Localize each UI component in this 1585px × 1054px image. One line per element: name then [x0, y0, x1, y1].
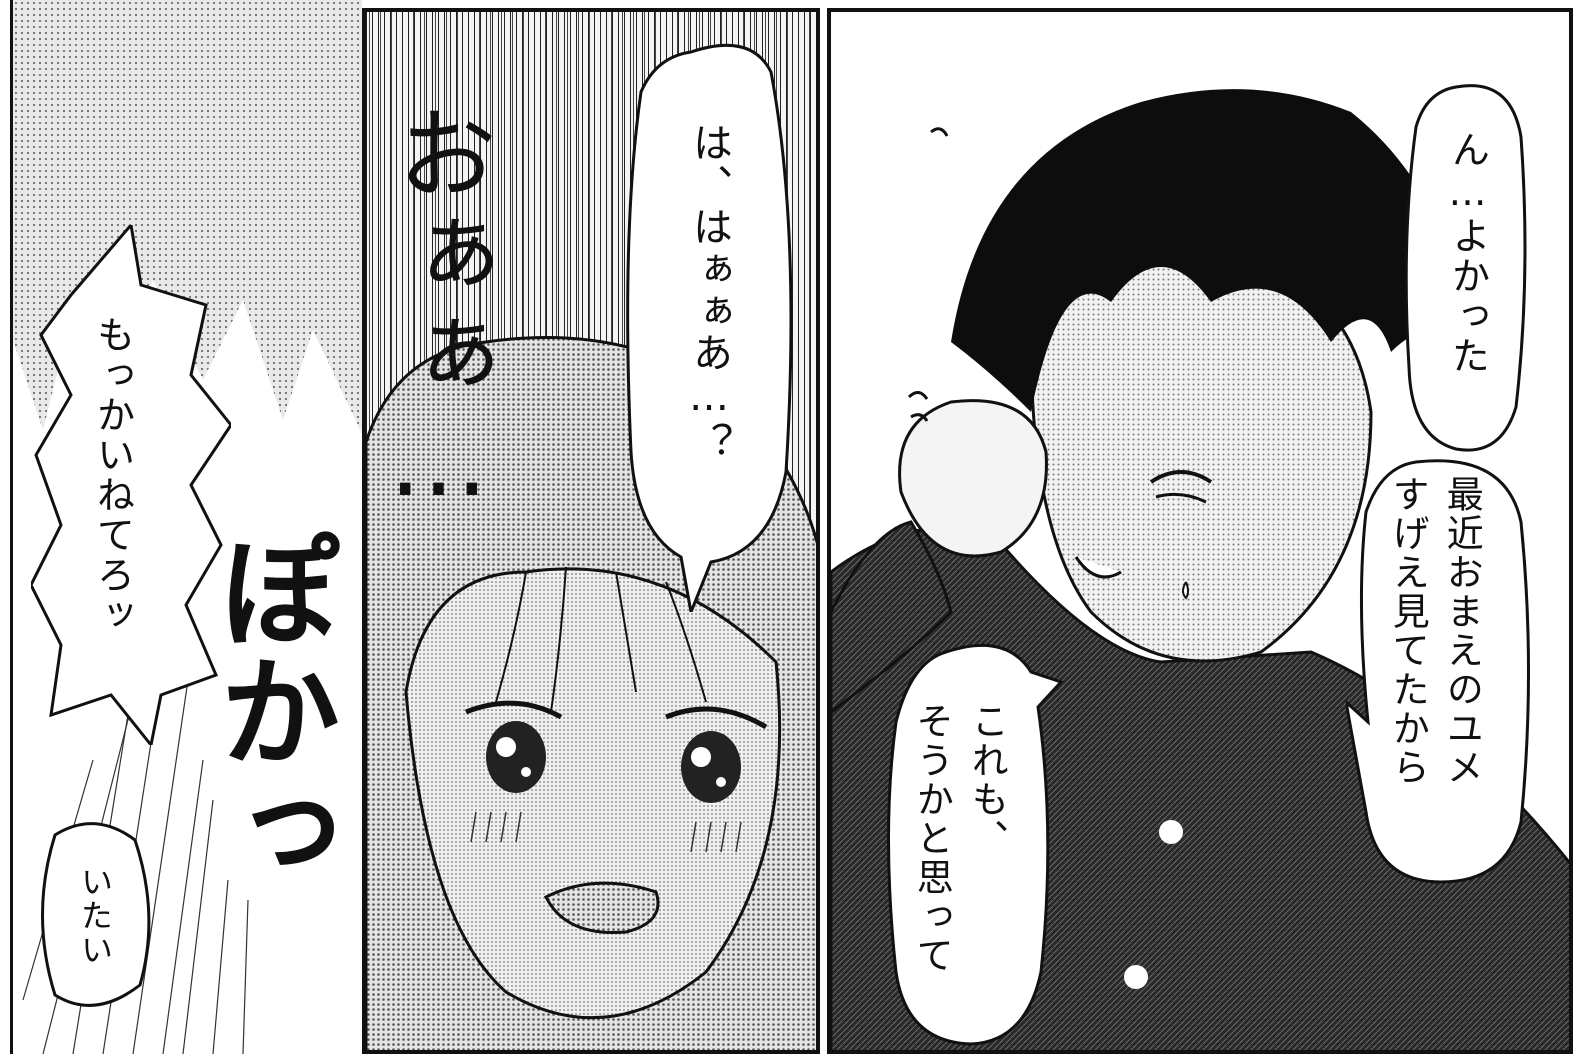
shout-bubble-shape: [31, 225, 231, 745]
speech-middle-right-line2: すげえ見てたから: [1386, 475, 1430, 787]
small-bubble-text: いたい: [76, 865, 114, 967]
sfx-oaa: おぁぁ…: [380, 102, 497, 519]
speech-bubble-middle-right-shape: [1346, 459, 1530, 884]
speech-bottom-line1: これも、: [965, 702, 1009, 858]
speech-bubble-top-shape: [1404, 84, 1527, 452]
speech-bottom-line2: そうかと思って: [910, 702, 954, 975]
sfx-pokatsu: ぽかっ: [199, 530, 338, 890]
speech-middle-text: は、はぁぁあ…？: [686, 122, 732, 464]
shout-text: もっかいねてろッ: [90, 315, 135, 635]
panel-middle: おぁぁ… は、はぁぁあ…？: [362, 8, 820, 1054]
small-bubble-shape: [41, 822, 151, 1007]
panel-right: ん…よかった 最近おまえのユメ すげえ見てたから これも、 そうかと思って: [827, 8, 1573, 1054]
mouth: [543, 881, 660, 935]
speech-top-text: ん…よかった: [1445, 130, 1490, 376]
speech-middle-right-line1: 最近おまえのユメ: [1440, 475, 1484, 787]
speech-bubble-bottom-shape: [887, 643, 1064, 1046]
eyes: [465, 700, 768, 803]
speech-bubble-middle-shape: [626, 43, 793, 612]
panel-left: もっかいねてろッ ぽかっ いたい: [10, 0, 362, 1054]
